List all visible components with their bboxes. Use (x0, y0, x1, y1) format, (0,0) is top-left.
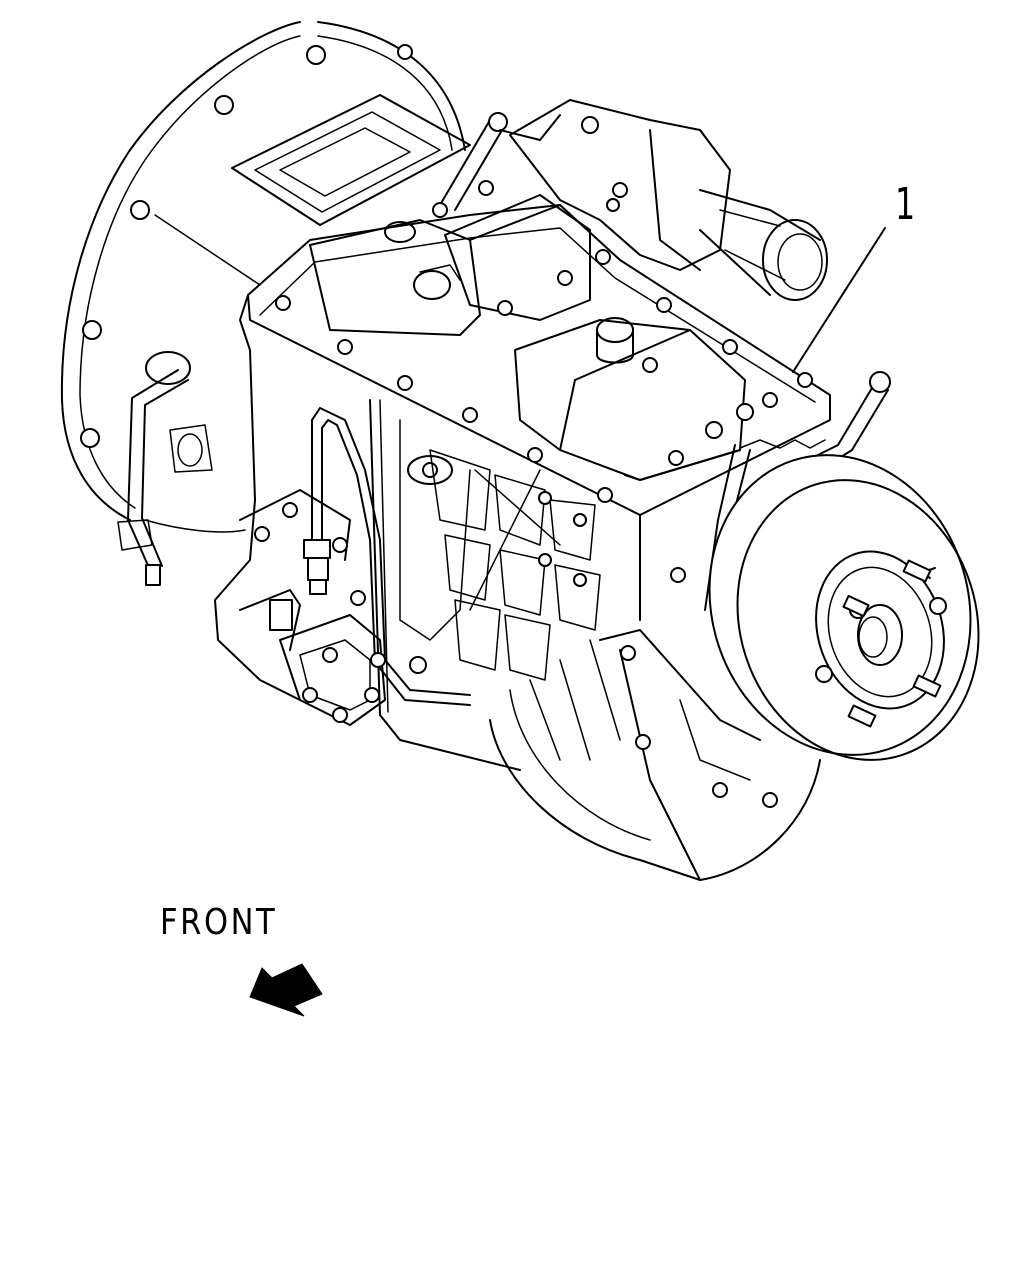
arrow-up-left-icon (249, 963, 323, 1017)
shift-housing (432, 99, 828, 301)
callout-number: 1 (895, 179, 916, 230)
bell-housing (60, 21, 466, 533)
bell-housing-bolts (80, 44, 413, 448)
transmission-case (239, 294, 821, 881)
top-cover (231, 94, 831, 516)
output-flange (708, 454, 980, 761)
top-cover-bolts (275, 249, 813, 503)
oil-line (303, 407, 471, 706)
breather-tube (117, 351, 213, 586)
front-direction-label: FRONT (160, 902, 278, 943)
callout-leader (792, 227, 886, 373)
pto-pump (214, 489, 386, 726)
